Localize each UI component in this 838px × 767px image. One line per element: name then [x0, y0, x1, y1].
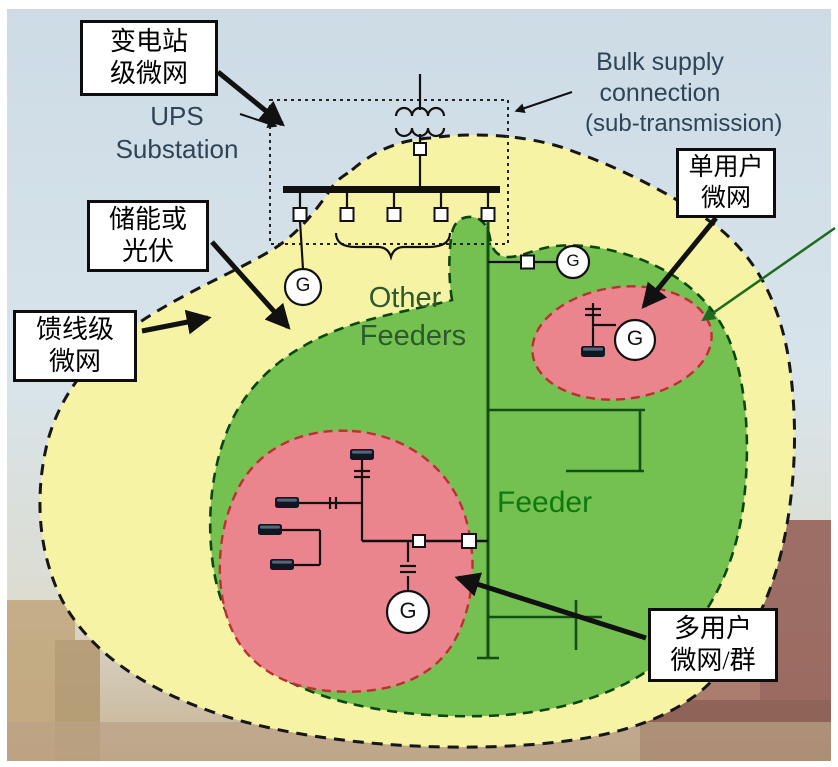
label-line: 光伏 — [121, 237, 174, 266]
label-other-feeders: Other Feeders — [330, 280, 480, 355]
label-line: connection — [599, 78, 721, 107]
label-line: Substation — [115, 133, 239, 164]
multi-user-microgrid-region — [218, 429, 474, 693]
label-line: 微网/群 — [670, 646, 756, 675]
label-feeder: Feeder — [497, 486, 627, 520]
generator-circle — [283, 267, 323, 307]
label-storage-or-pv: 储能或 光伏 — [87, 200, 209, 272]
label-line: 单用户 — [688, 154, 764, 181]
bus-bar — [283, 186, 500, 193]
bus-feeder-breakers — [292, 193, 496, 222]
arrow-feeder-level-label — [141, 309, 212, 335]
label-substation-level-microgrid: 变电站 级微网 — [80, 20, 218, 96]
label-line: 微网 — [700, 185, 751, 212]
battery-icon — [275, 497, 299, 508]
label-line: Feeder — [497, 486, 593, 519]
battery-icon — [350, 449, 374, 460]
battery-icon — [270, 559, 294, 570]
label-line: 微网 — [48, 347, 101, 376]
generator-letter: G — [626, 327, 644, 351]
label-line: 馈线级 — [35, 314, 114, 344]
other-feeders-brace — [334, 232, 452, 261]
label-bulk-supply-connection: Bulk supply connection — [574, 47, 746, 108]
label-line: Feeders — [359, 319, 467, 352]
label-line: 储能或 — [108, 204, 187, 234]
label-line: 多用户 — [673, 613, 752, 643]
substation-boundary — [269, 99, 509, 245]
label-multi-user-microgrid: 多用户 微网/群 — [648, 608, 778, 682]
multi-user-internals — [282, 460, 488, 635]
arrow-ups-label — [239, 113, 278, 129]
transformer-switch — [413, 142, 427, 156]
arrow-bulk-supply-label — [514, 91, 573, 114]
arrow-storage-label — [210, 240, 291, 330]
label-feeder-level-microgrid: 馈线级 微网 — [13, 310, 137, 382]
label-ups-substation: UPS Substation — [103, 100, 251, 165]
label-line: 级微网 — [109, 59, 188, 88]
arrow-multi-user-label — [454, 572, 647, 641]
generator-letter: G — [566, 251, 580, 271]
battery-icon — [581, 346, 605, 357]
arrow-single-user-label — [641, 216, 718, 309]
battery-icon — [258, 524, 282, 535]
label-line: Other — [368, 282, 442, 314]
label-sub-transmission: (sub-transmission) — [585, 110, 835, 138]
generator-letter: G — [399, 597, 417, 623]
generator-wire — [298, 220, 305, 270]
arrow-substation-label — [216, 70, 285, 127]
transformer-icon — [394, 74, 446, 143]
annotation-arrows — [141, 70, 836, 641]
label-line: 变电站 — [109, 26, 188, 56]
label-line: (sub-transmission) — [585, 110, 783, 137]
arrow-single-user-green — [701, 226, 836, 322]
branch-generator — [488, 244, 591, 280]
label-single-user-microgrid: 单用户 微网 — [676, 148, 776, 218]
label-line: Bulk supply — [596, 48, 724, 76]
generator-letter: G — [295, 275, 311, 297]
label-line: UPS — [150, 101, 204, 131]
single-user-internals — [585, 303, 657, 362]
